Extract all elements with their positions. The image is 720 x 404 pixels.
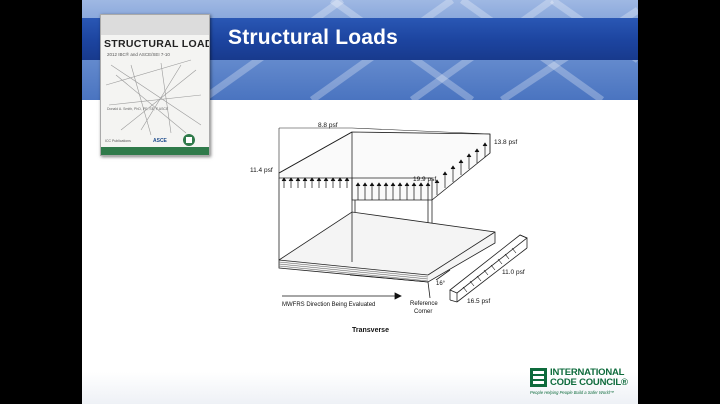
book-publisher-label: ICC Publications xyxy=(105,139,131,143)
book-title: STRUCTURAL LOADS xyxy=(104,38,210,50)
structural-load-diagram: 8.8 psf 13.8 psf 11.4 psf 19.9 psf 11.0 … xyxy=(250,122,528,334)
logo-tagline: People Helping People Build a Safer Worl… xyxy=(530,390,615,395)
label-19-9-psf: 19.9 psf xyxy=(413,176,436,183)
label-16-5-psf: 16.5 psf xyxy=(467,298,490,305)
label-corner: Corner xyxy=(414,309,432,315)
diagram-caption: Transverse xyxy=(352,327,389,334)
label-11-4-psf: 11.4 psf xyxy=(250,167,273,174)
label-angle: 16° xyxy=(436,281,446,287)
book-cover-art xyxy=(101,15,209,155)
roof-outline xyxy=(278,131,491,201)
icc-logo-icon xyxy=(530,368,547,387)
floor-slab xyxy=(278,211,496,283)
logo-line-2: CODE COUNCIL® xyxy=(550,377,628,388)
slide-content: Structural Loads STRUCTURAL LO xyxy=(82,0,638,404)
book-author: Donald A. Smith, PhD, PE, SE, F.ASCE xyxy=(107,107,169,111)
label-8-8-psf: 8.8 psf xyxy=(318,122,338,129)
icc-logo: INTERNATIONAL CODE COUNCIL® People Helpi… xyxy=(530,366,638,398)
label-11-0-psf: 11.0 psf xyxy=(502,269,525,276)
icc-cover-logo-icon xyxy=(183,134,195,146)
slide-title: Structural Loads xyxy=(228,26,399,49)
roof-ridge-left xyxy=(278,131,353,174)
label-reference: Reference xyxy=(410,301,438,307)
logo-line-1: INTERNATIONAL xyxy=(550,367,625,378)
label-13-8-psf: 13.8 psf xyxy=(494,139,517,146)
asce-logo: ASCE xyxy=(153,138,167,144)
book-subtitle: 2012 IBC® and ASCE/SEI 7-10 xyxy=(107,52,170,57)
label-direction: MWFRS Direction Being Evaluated xyxy=(282,302,375,308)
book-cover-image: STRUCTURAL LOADS 2012 IBC® and ASCE/SEI … xyxy=(100,14,210,156)
